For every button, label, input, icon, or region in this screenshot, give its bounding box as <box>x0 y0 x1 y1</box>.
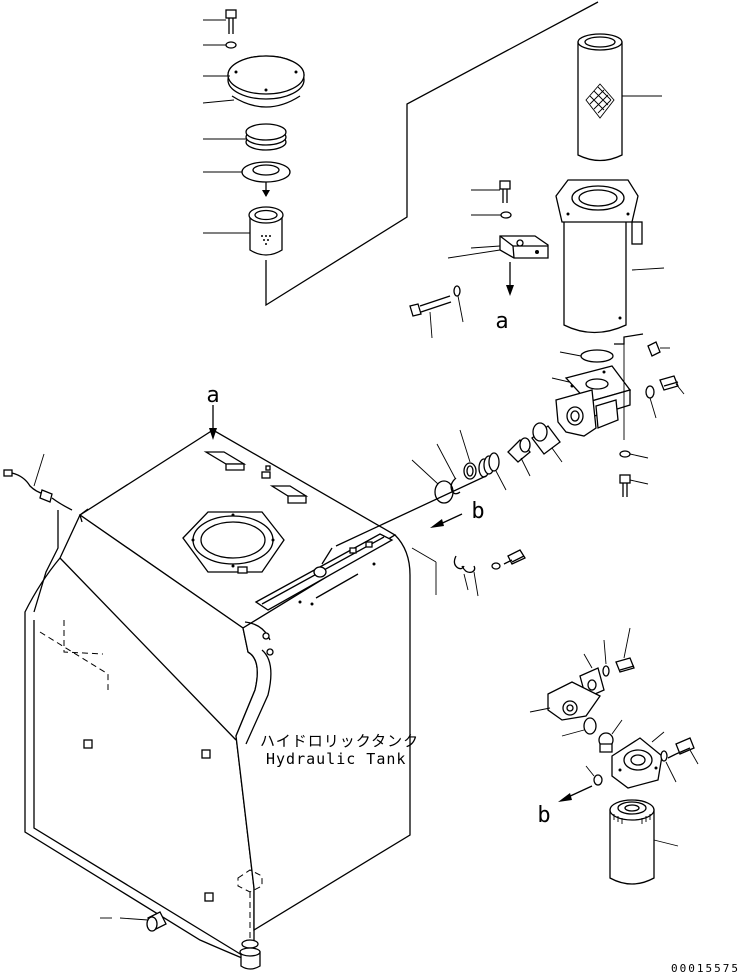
cap-strainer <box>248 206 284 256</box>
side-drain-plug <box>100 911 167 932</box>
tank-return-pipe <box>254 475 487 611</box>
clamp-bolt-group <box>411 547 526 597</box>
housing-o-ring <box>559 349 614 363</box>
line-filter-fitting <box>598 719 623 753</box>
line-filter-assembly <box>529 627 699 885</box>
long-bolt <box>409 285 464 339</box>
filter-head <box>551 365 632 437</box>
line-filter-small-o-ring <box>593 774 603 786</box>
snap-ring <box>450 477 461 495</box>
cap-flange <box>241 161 291 197</box>
view-arrow-b <box>430 513 463 528</box>
line-filter-bolt <box>660 737 699 783</box>
view-marker-b-lower: b <box>537 803 550 828</box>
cap-spring <box>245 123 287 151</box>
line-filter-adapter <box>529 681 601 721</box>
view-marker-a-tank: a <box>206 383 219 408</box>
tank-label-english: Hydraulic Tank <box>266 750 406 768</box>
cap-bolt <box>225 9 237 34</box>
tank-front-lug-3 <box>204 892 214 902</box>
view-arrow-b-lower <box>558 785 593 802</box>
hydraulic-tank <box>24 429 487 964</box>
drawing-number: 00015575 <box>671 962 740 975</box>
tank-right-hole-2 <box>266 648 274 656</box>
view-marker-b-upper: b <box>471 499 484 524</box>
line-filter-head <box>611 731 665 789</box>
head-right-fittings <box>614 333 685 497</box>
pipe-sleeve <box>531 422 563 463</box>
filter-element <box>577 33 662 162</box>
line-filter-o-ring <box>583 717 597 735</box>
pipe-nozzle <box>507 437 531 477</box>
tank-front-lug-2 <box>201 749 211 759</box>
tank-right-hole-1 <box>262 632 270 640</box>
view-marker-a-upper: a <box>495 309 508 334</box>
filler-cap-assembly <box>202 9 305 256</box>
pipe-collar <box>463 462 477 480</box>
tank-label-japanese: ハイドロリックタンク <box>260 732 419 750</box>
valve-block <box>447 180 549 296</box>
level-sensor-harness <box>3 453 73 511</box>
pipe-parts-row <box>411 422 563 504</box>
tank-top-brackets <box>203 451 309 504</box>
assembly-routing-line <box>265 1 599 307</box>
tank-front-lug-1 <box>83 739 93 749</box>
line-filter-bracket <box>579 627 635 699</box>
filter-housing <box>555 179 665 334</box>
view-arrow-a <box>209 405 217 440</box>
cap-gasket <box>231 95 301 108</box>
tank-filler-flange <box>182 511 285 574</box>
line-filter-cartridge <box>609 799 679 885</box>
pipe-spring <box>478 452 507 491</box>
cap-washer <box>225 41 237 49</box>
bottom-drain-plug <box>239 939 261 970</box>
cap-leader-lines <box>202 19 250 234</box>
cap-cover <box>227 55 305 100</box>
